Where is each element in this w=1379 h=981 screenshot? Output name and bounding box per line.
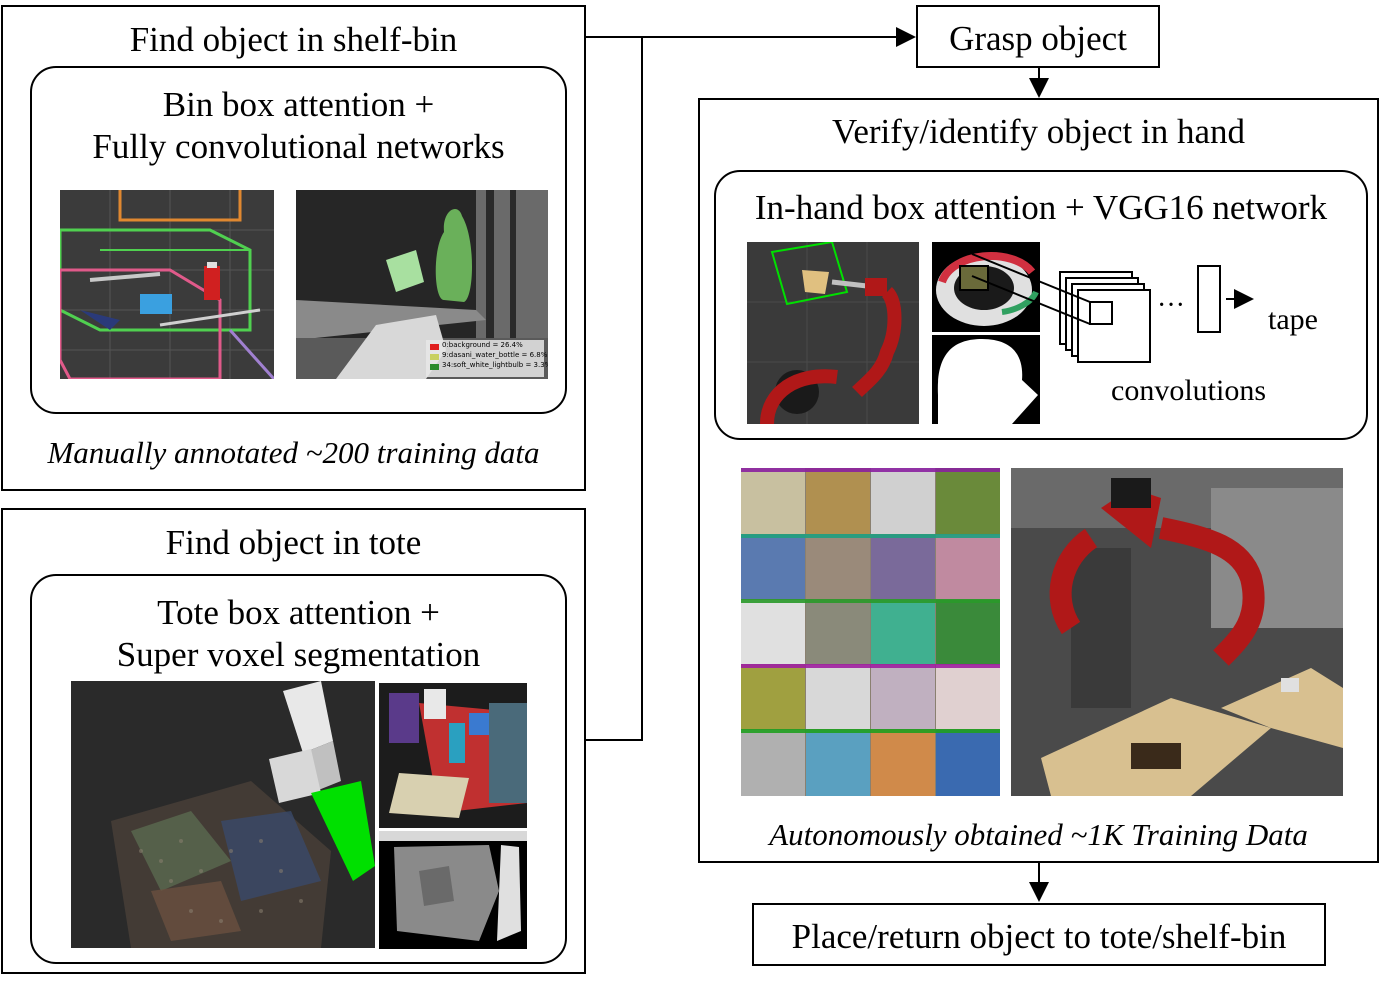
shelf-bin-panel: Find object in shelf-bin Bin box attenti… (1, 5, 586, 491)
place-object-box: Place/return object to tote/shelf-bin (752, 903, 1326, 966)
verify-caption: Autonomously obtained ~1K Training Data (769, 817, 1308, 852)
shelf-method-box: Bin box attention + Fully convolutional … (30, 66, 567, 414)
shelf-method-line1: Bin box attention + (162, 85, 435, 124)
tote-pointcloud-drawing (111, 681, 375, 948)
legend-swatch-2 (430, 364, 439, 370)
cnn-diagram (971, 253, 1254, 363)
inhand-mask-image (932, 335, 1040, 424)
fc-layer (1197, 265, 1221, 333)
legend-entry-0: 0:background = 26.4% (442, 341, 523, 349)
verify-method-box: In-hand box attention + VGG16 network (714, 170, 1368, 440)
tote-method-line1: Tote box attention + (157, 593, 440, 632)
place-object-label: Place/return object to tote/shelf-bin (791, 917, 1287, 956)
grasp-object-label: Grasp object (949, 19, 1127, 58)
cnn-convolutions-label: convolutions (1111, 374, 1266, 407)
tote-method-line2: Super voxel segmentation (116, 635, 481, 674)
shelf-bin-title: Find object in shelf-bin (129, 20, 458, 59)
inhand-mask-drawing (937, 339, 1038, 424)
legend-entry-1: 9:dasani_water_bottle = 6.8% (442, 351, 548, 359)
tote-method-box: Tote box attention + Super voxel segment… (30, 574, 567, 964)
tote-rgb-drawing (379, 683, 527, 828)
tote-rgb-image (379, 683, 527, 828)
inhand-crop-image (932, 242, 1040, 332)
verify-title: Verify/identify object in hand (831, 112, 1246, 151)
shelf-segmentation-drawing (296, 190, 548, 379)
shelf-method-line2: Fully convolutional networks (92, 127, 505, 166)
robot-lab-photo (1011, 468, 1343, 796)
inhand-rviz-image (747, 242, 919, 424)
shelf-rviz-drawing (60, 190, 274, 379)
training-mosaic-image (741, 468, 1000, 796)
tote-depth-image (379, 831, 527, 949)
shelf-caption: Manually annotated ~200 training data (47, 435, 540, 470)
legend-swatch-0 (430, 344, 439, 350)
legend-swatch-1 (430, 354, 439, 360)
verify-method-label: In-hand box attention + VGG16 network (754, 188, 1328, 227)
robot-lab-drawing (1011, 468, 1343, 796)
cnn-output-label: tape (1268, 303, 1318, 336)
tote-depth-drawing (379, 831, 527, 941)
conv-kernel (1089, 301, 1113, 325)
verify-panel: Verify/identify object in hand In-hand b… (698, 98, 1379, 863)
tote-to-grasp-line (586, 37, 643, 741)
inhand-crop-drawing (936, 252, 1039, 326)
tote-title: Find object in tote (165, 523, 422, 562)
cnn-ellipsis: ··· (1157, 290, 1185, 321)
shelf-rviz-image (60, 190, 274, 379)
inhand-rviz-drawing (747, 242, 919, 424)
tote-panel: Find object in tote Tote box attention +… (1, 508, 586, 974)
legend-entry-2: 34:soft_white_lightbulb = 3.3% (442, 361, 548, 369)
grasp-object-box: Grasp object (916, 5, 1160, 68)
training-mosaic-drawing (741, 468, 1000, 796)
shelf-segmentation-image: 0:background = 26.4% 9:dasani_water_bott… (296, 190, 548, 379)
tote-pointcloud-image (71, 681, 375, 948)
